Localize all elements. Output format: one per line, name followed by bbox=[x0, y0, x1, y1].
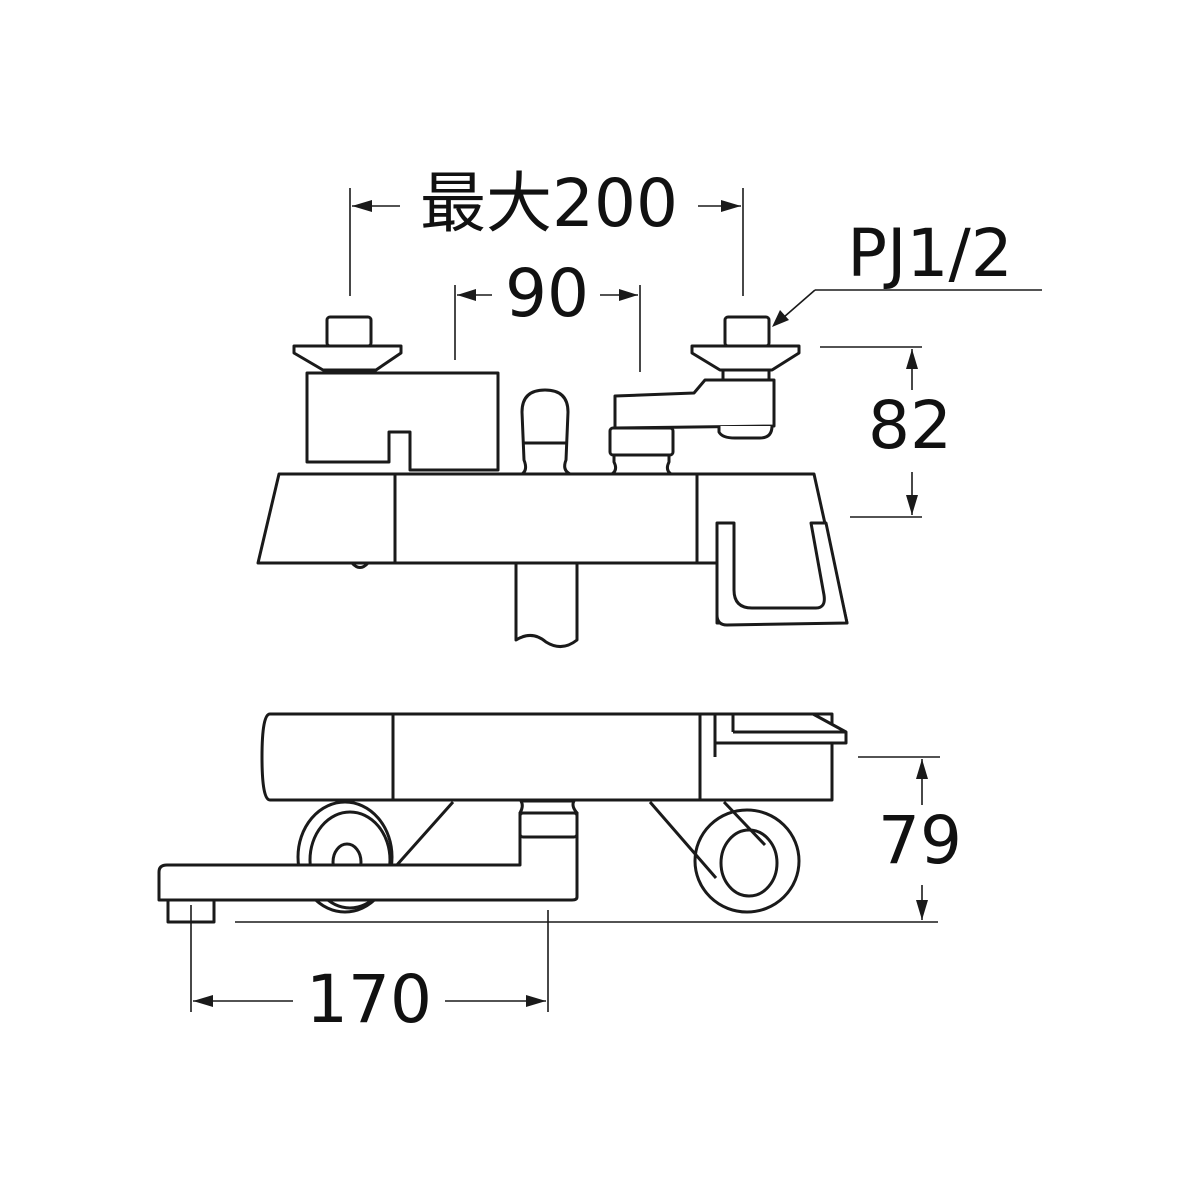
center-post bbox=[520, 388, 572, 476]
left-eccentric-washer bbox=[292, 344, 403, 372]
inlet-pitch-label: 90 bbox=[505, 255, 589, 332]
right-fitting-collar bbox=[608, 426, 675, 457]
bump bbox=[350, 561, 370, 569]
thread-callout: PJ1/2 bbox=[772, 215, 1042, 327]
dimension-max-200: 最大200 bbox=[349, 165, 744, 296]
body-center bbox=[393, 472, 699, 565]
right-eccentric-washer bbox=[690, 344, 801, 372]
temperature-handle bbox=[305, 371, 500, 472]
max-span-label: 最大200 bbox=[420, 165, 678, 242]
height-top-label: 82 bbox=[868, 387, 952, 464]
left-union-nut bbox=[325, 315, 373, 348]
bottom-body bbox=[260, 712, 834, 802]
right-bracket-hole bbox=[719, 828, 779, 898]
shower-hook bbox=[715, 521, 849, 627]
height-bottom-label: 79 bbox=[878, 802, 962, 879]
arm-under-bump bbox=[717, 425, 774, 440]
spout-length-label: 170 bbox=[306, 961, 432, 1038]
right-fitting bbox=[610, 453, 673, 476]
thread-label: PJ1/2 bbox=[847, 215, 1012, 292]
right-union-nut bbox=[723, 315, 771, 348]
spout bbox=[157, 811, 579, 902]
dimension-90: 90 bbox=[454, 255, 641, 372]
dimension-170: 170 bbox=[190, 905, 549, 1038]
top-view bbox=[256, 315, 849, 648]
dimension-79: 79 bbox=[235, 756, 962, 923]
spout-neck bbox=[518, 799, 579, 815]
dimension-82: 82 bbox=[820, 346, 952, 518]
supply-pipe bbox=[514, 560, 579, 648]
spout-collar bbox=[518, 811, 579, 839]
body-left-block bbox=[256, 472, 397, 565]
right-elbow-arm bbox=[613, 378, 776, 430]
bottom-view bbox=[157, 712, 848, 924]
